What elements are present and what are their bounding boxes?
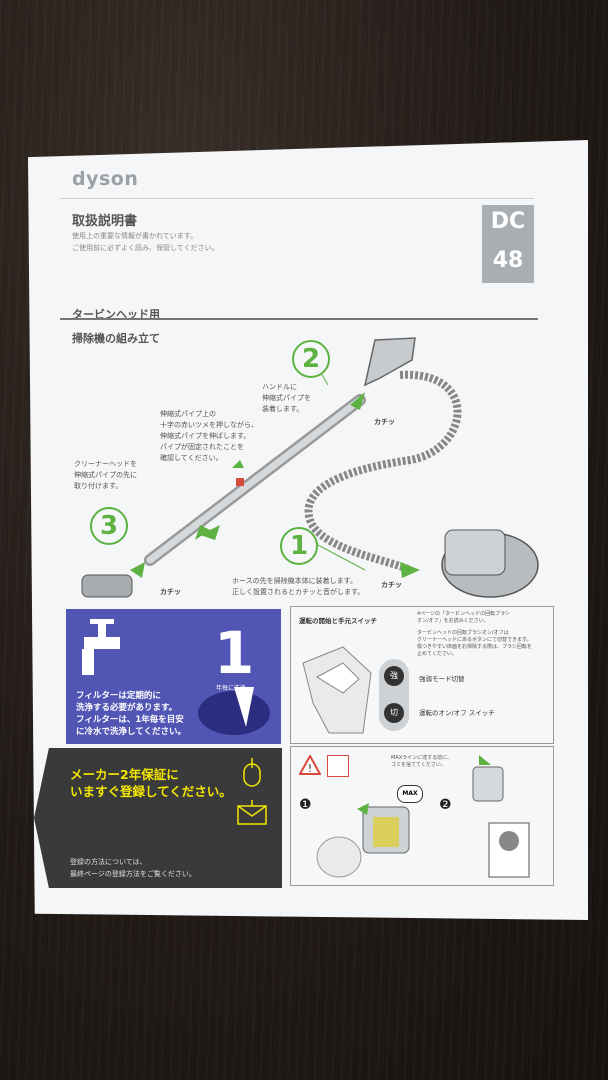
manual-subtitle-1: 使用上の重要な情報が書かれています。 xyxy=(72,232,198,240)
arrow-icon xyxy=(200,525,220,540)
power-label: 運転のオン/オフ スイッチ xyxy=(419,709,495,717)
hose xyxy=(304,370,462,574)
section-heading-2: 掃除機の組み立て xyxy=(72,332,160,345)
power-button[interactable]: 切 xyxy=(384,703,404,723)
warranty-line-1: メーカー2年保証に xyxy=(70,767,179,782)
click-label-3: カチッ xyxy=(160,588,181,596)
filter-line-2: 洗浄する必要があります。 xyxy=(76,703,178,713)
switch-note: 4ページの「タービンヘッドの回転ブラシ オン/オフ」をお読みください。 タービン… xyxy=(417,611,532,657)
envelope-icon xyxy=(237,800,267,825)
step-3-text: クリーナーヘッドを 伸縮式パイプの先に 取り付けます。 xyxy=(74,460,137,490)
mouse-icon xyxy=(243,758,261,787)
bin-empty-panel: ! MAXラインに達する前に、 ゴミを捨ててください。 ❶ ❷ MAX xyxy=(290,746,554,886)
manual-title: 取扱説明書 xyxy=(72,214,138,229)
section-rule xyxy=(60,318,538,320)
faucet-icon xyxy=(82,619,120,675)
assembly-illustration xyxy=(81,337,539,598)
model-line-2: 48 xyxy=(492,248,524,273)
svg-text:!: ! xyxy=(308,762,312,775)
step-1-number: 1 xyxy=(280,527,318,565)
arrow-icon xyxy=(350,392,365,410)
cleaner-head xyxy=(81,574,133,598)
filter-line-4: に冷水で洗浄してください。 xyxy=(76,727,186,737)
mode-label: 強弱モード切替 xyxy=(419,675,465,683)
click-label-1: カチッ xyxy=(381,581,402,589)
click-label-2: カチッ xyxy=(374,418,395,426)
filter-line-3: フィルターは、1年毎を目安 xyxy=(76,715,184,725)
bin-illustration xyxy=(316,803,410,878)
handle xyxy=(363,337,416,387)
manual-subtitle-2: ご使用前に必ずよく読み、保管してください。 xyxy=(72,244,219,252)
no-water-icon xyxy=(327,755,349,777)
warning-icon: ! xyxy=(299,755,321,775)
step-b-marker: ❷ xyxy=(439,797,452,813)
arrow-icon xyxy=(195,525,210,540)
arrow-icon xyxy=(130,562,145,578)
brand-logo: dyson xyxy=(72,168,139,190)
switch-panel: 運転の開始と手元スイッチ 4ページの「タービンヘッドの回転ブラシ オン/オフ」を… xyxy=(290,606,554,744)
registration-note: 登録の方法については、 最終ページの登録方法をご覧ください。 xyxy=(70,858,196,878)
section-heading-1: タービンヘッド用 xyxy=(72,308,160,321)
model-line-1: DC xyxy=(490,209,526,234)
bin-emptying-illustration xyxy=(472,755,530,878)
arrow-icon xyxy=(400,562,420,578)
warranty-panel: メーカー2年保証に いますぐ登録してください。 登録の方法については、 最終ペー… xyxy=(34,748,282,888)
max-label-badge: MAX xyxy=(397,785,423,803)
filter-illustration xyxy=(198,687,270,735)
arrow-icon xyxy=(232,460,244,468)
switch-title: 運転の開始と手元スイッチ xyxy=(299,617,377,625)
handle-illustration xyxy=(302,646,372,734)
warranty-line-2: いますぐ登録してください。 xyxy=(70,784,232,799)
pipe-instructions: 伸縮式パイプ上の 十字の赤いツメを押しながら、 伸縮式パイプを伸ばします。 パイ… xyxy=(160,410,258,462)
step-3-number: 3 xyxy=(90,507,128,545)
mode-button[interactable]: 強 xyxy=(384,666,404,686)
filter-line-1: フィルターは定期的に xyxy=(76,691,161,701)
bin-note: MAXラインに達する前に、 ゴミを捨ててください。 xyxy=(391,755,453,768)
red-release-tab xyxy=(236,478,244,486)
interval-number: 1 xyxy=(214,619,255,687)
step-2-number: 2 xyxy=(292,340,330,378)
step-a-marker: ❶ xyxy=(299,797,312,813)
filter-wash-panel: 1 年毎に洗浄 フィルターは定期的に 洗浄する必要があります。 フィルターは、1… xyxy=(66,609,281,744)
model-badge: DC 48 xyxy=(482,205,534,283)
step-2-text: ハンドルに 伸縮式パイプを 装着します。 xyxy=(262,383,311,413)
interval-label: 年毎に洗浄 xyxy=(216,685,247,692)
header-rule xyxy=(60,198,534,199)
step-1-text: ホースの先を掃除機本体に装着します。 正しく設置されるとカチッと音がします。 xyxy=(232,577,365,596)
